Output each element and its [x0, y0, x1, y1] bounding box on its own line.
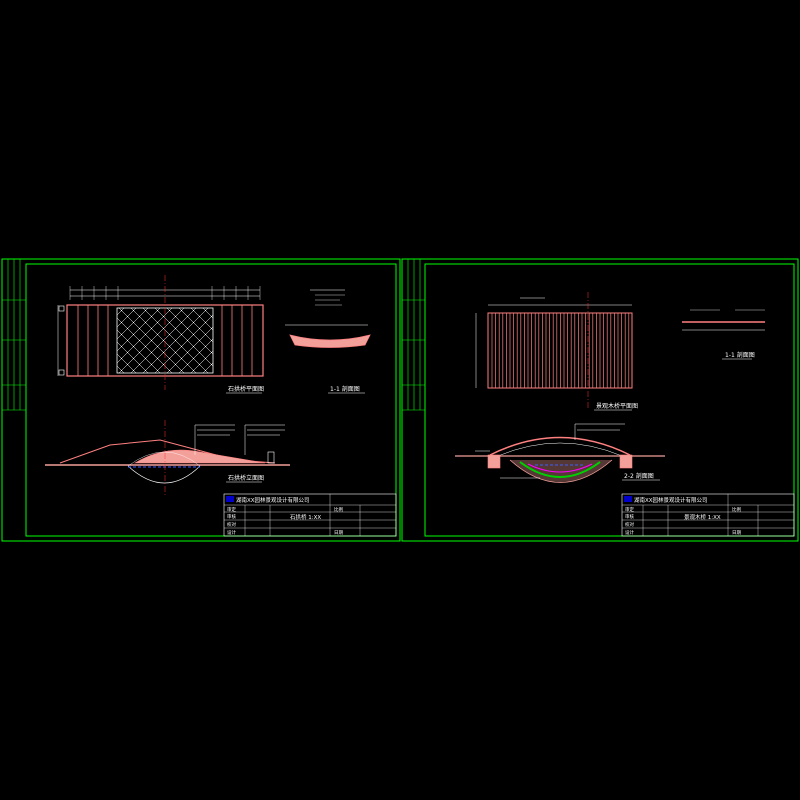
sheet-right-outer-frame [401, 258, 799, 542]
date-cell-left: 日期 [334, 530, 343, 536]
cell-label-1-right: 审核 [625, 513, 634, 520]
stone-bridge-section-detail: 1-1 剖面图 [285, 289, 371, 394]
sheet-right-margin-strip [402, 259, 425, 411]
cell-label-0-right: 审定 [625, 506, 634, 513]
cell-label-3-right: 设计 [625, 529, 634, 536]
plan-label-right: 景观木桥平面图 [596, 402, 638, 410]
drawing-title-right: 景观木桥 1:XX [684, 513, 721, 521]
cell-label-1-left: 审核 [227, 513, 236, 520]
elevation-label-left: 石拱桥立面图 [228, 474, 264, 482]
sheet-left-outer-frame [1, 258, 401, 542]
stone-bridge-plan: 石拱桥平面图 [57, 275, 264, 394]
company-name-left: 湖南XX园林景观设计有限公司 [236, 496, 310, 504]
stone-bridge-elevation: 石拱桥立面图 [45, 420, 290, 495]
timber-bridge-section-detail: 1-1 剖面图 [682, 309, 765, 360]
section-label-right-detail: 1-1 剖面图 [725, 351, 755, 359]
plan-label-left: 石拱桥平面图 [228, 385, 264, 393]
cell-label-2-right: 校对 [625, 521, 634, 528]
sheet-left-margin-strip [2, 259, 26, 411]
title-block-right: 湖南XX园林景观设计有限公司 景观木桥 1:XX 比例 日期 审定 审核 校对 … [621, 493, 795, 537]
cell-label-3-left: 设计 [227, 529, 236, 536]
date-cell-right: 日期 [732, 530, 741, 536]
sheet-right: 景观木桥平面图 1-1 剖面图 [401, 258, 799, 542]
cell-label-2-left: 校对 [227, 521, 236, 528]
title-block-left: 湖南XX园林景观设计有限公司 石拱桥 1:XX 比例 日期 审定 审核 校对 设… [223, 493, 397, 537]
timber-bridge-arch-section: 2-2 剖面图 [455, 423, 665, 483]
cell-label-0-left: 审定 [227, 506, 236, 513]
section-label-right: 2-2 剖面图 [624, 472, 654, 480]
scale-cell-left: 比例 [334, 506, 343, 513]
drawing-title-left: 石拱桥 1:XX [290, 513, 321, 521]
section-label-left: 1-1 剖面图 [330, 385, 360, 393]
scale-cell-right: 比例 [732, 506, 741, 513]
sheet-right-inner-frame [424, 263, 795, 537]
company-name-right: 湖南XX园林景观设计有限公司 [634, 496, 708, 504]
sheet-left: 石拱桥平面图 1-1 剖面图 [1, 258, 401, 542]
timber-bridge-plan: 景观木桥平面图 [475, 292, 638, 411]
sheet-left-inner-frame [25, 263, 397, 537]
